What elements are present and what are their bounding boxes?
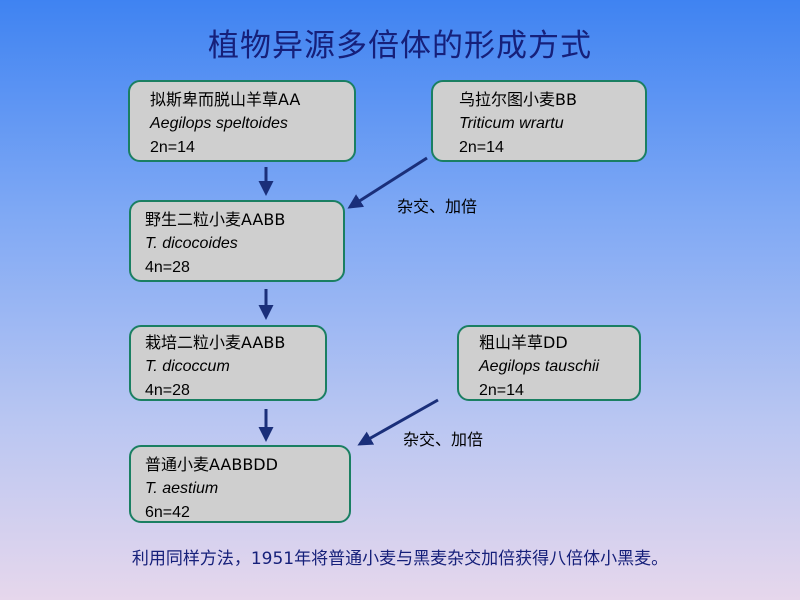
node-latin-name: Triticum wrartu <box>459 115 564 132</box>
node-chromosome-count: 6n=42 <box>145 504 190 521</box>
node-aegilops-tauschii: 粗山羊草DD Aegilops tauschii 2n=14 <box>457 325 641 401</box>
node-name: 栽培二粒小麦AABB <box>145 333 286 352</box>
node-aegilops-speltoides: 拟斯卑而脱山羊草AA Aegilops speltoides 2n=14 <box>128 80 356 162</box>
page-title: 植物异源多倍体的形成方式 <box>208 28 592 64</box>
node-t-dicoccum: 栽培二粒小麦AABB T. dicoccum 4n=28 <box>129 325 327 401</box>
footer-note: 利用同样方法，1951年将普通小麦与黑麦杂交加倍获得八倍体小黑麦。 <box>131 549 669 569</box>
node-name: 乌拉尔图小麦BB <box>459 90 577 109</box>
node-name: 粗山羊草DD <box>479 333 568 352</box>
node-latin-name: Aegilops speltoides <box>150 115 288 132</box>
node-chromosome-count: 2n=14 <box>459 139 504 156</box>
node-chromosome-count: 4n=28 <box>145 382 190 399</box>
arrow-diagonal-icon <box>357 398 439 446</box>
node-name: 普通小麦AABBDD <box>145 455 278 474</box>
node-latin-name: Aegilops tauschii <box>479 358 600 375</box>
hybrid-doubling-label: 杂交、加倍 <box>397 197 478 216</box>
node-chromosome-count: 2n=14 <box>150 139 195 156</box>
node-name: 野生二粒小麦AABB <box>145 210 286 229</box>
node-t-dicocoides: 野生二粒小麦AABB T. dicocoides 4n=28 <box>129 200 345 282</box>
node-chromosome-count: 4n=28 <box>145 259 190 276</box>
node-latin-name: T. dicocoides <box>145 235 238 252</box>
arrow-diagonal-icon <box>347 156 428 209</box>
node-latin-name: T. aestium <box>145 480 219 497</box>
node-triticum-urartu: 乌拉尔图小麦BB Triticum wrartu 2n=14 <box>431 80 647 162</box>
node-name: 拟斯卑而脱山羊草AA <box>150 90 301 109</box>
node-chromosome-count: 2n=14 <box>479 382 524 399</box>
node-latin-name: T. dicoccum <box>145 358 230 375</box>
hybrid-doubling-label: 杂交、加倍 <box>403 430 484 449</box>
node-t-aestium: 普通小麦AABBDD T. aestium 6n=42 <box>129 445 351 523</box>
